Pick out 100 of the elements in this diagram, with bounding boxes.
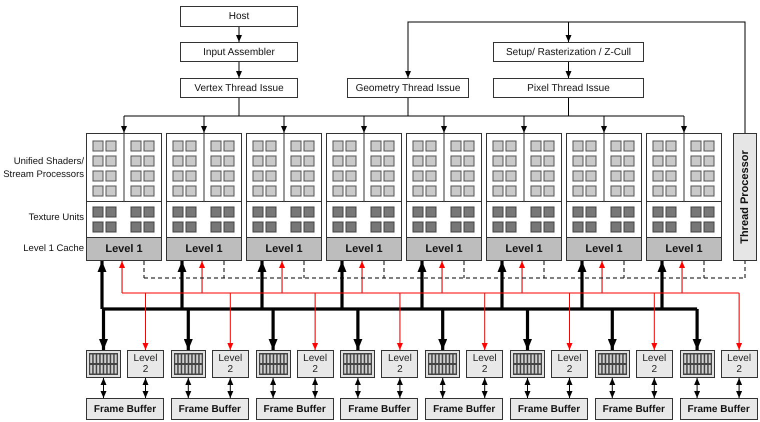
arrow [270,378,276,398]
row-label: Texture Units [28,212,84,225]
memory-chip [340,350,376,378]
process-box: Vertex Thread Issue [180,78,298,98]
arrow [98,261,106,309]
frame-buffer-box: Frame Buffer [680,398,758,420]
arrow [396,378,403,398]
arrow [692,309,702,350]
cache-box: Level 1 [646,237,722,261]
cache-box: Level 2 [212,350,249,378]
dashed-connector [744,260,746,278]
connector-line [238,98,240,116]
arrow [736,292,742,350]
thread-processor-box: Thread Processor [733,133,757,261]
row-label: Level 1 Cache [22,243,84,256]
processor-cluster [486,133,562,261]
arrow [236,62,242,78]
arrow [142,292,148,350]
processor-cluster [166,133,242,261]
cache-box: Level 1 [566,237,642,261]
arrow [482,378,488,398]
processor-cluster [246,133,322,261]
processor-cluster [406,133,482,261]
arrow [566,22,746,134]
cache-box: Level 1 [166,237,242,261]
cache-box: Level 2 [551,350,588,378]
row-label: Unified Shaders/ Stream Processors [2,156,84,182]
arrow [354,378,361,398]
arrow [227,292,234,350]
process-box: Pixel Thread Issue [493,78,644,98]
arrow [566,62,572,78]
arrow [361,116,367,134]
arrow [524,378,530,398]
process-box: Host [180,6,298,27]
cache-box: Level 2 [466,350,504,378]
arrow [523,309,532,350]
connector-line [122,292,740,294]
arrow [609,378,616,398]
arrow [258,261,266,309]
arrow [651,292,658,350]
arrow [658,261,666,309]
arrow [184,309,193,350]
memory-chip [510,350,545,378]
arrow [359,260,365,294]
memory-chip [680,350,715,378]
cache-box: Level 2 [296,350,334,378]
arrow [736,378,742,398]
cache-box: Level 1 [486,237,562,261]
cache-box: Level 2 [127,350,164,378]
arrow [312,292,318,350]
arrow [119,260,125,294]
memory-chip [594,350,630,378]
arrow [199,260,205,294]
arrow [441,116,447,134]
arrow [519,260,525,294]
arrow [338,261,346,309]
arrow [566,292,572,350]
arrow [694,378,700,398]
arrow [201,116,207,134]
cache-box: Level 2 [636,350,673,378]
arrow [281,116,287,134]
arrow [681,116,687,134]
frame-buffer-box: Frame Buffer [510,398,588,420]
arrow [312,378,318,398]
cache-box: Level 2 [720,350,758,378]
memory-chip [256,350,291,378]
arrow [279,260,285,294]
arrow [268,309,278,350]
process-box: Geometry Thread Issue [347,78,469,98]
frame-buffer-box: Frame Buffer [594,398,673,420]
cache-box: Level 1 [406,237,482,261]
arrow [482,292,488,350]
arrow [142,378,148,398]
arrow [439,260,445,294]
frame-buffer-box: Frame Buffer [256,398,334,420]
arrow [679,260,685,294]
connector-line [568,98,569,116]
arrow [227,378,234,398]
arrow [599,260,605,294]
processor-cluster [566,133,642,261]
arrow [418,261,426,309]
arrow [178,261,186,309]
arrow [100,378,106,398]
processor-cluster [86,133,162,261]
arrow [396,292,403,350]
processor-cluster [326,133,402,261]
cache-box: Level 2 [381,350,418,378]
arrow [438,309,448,350]
process-box: Setup/ Rasterization / Z-Cull [493,42,644,62]
memory-chip [425,350,460,378]
frame-buffer-box: Frame Buffer [340,398,418,420]
frame-buffer-box: Frame Buffer [86,398,164,420]
arrow [353,309,362,350]
cache-box: Level 1 [86,237,162,261]
arrow [121,116,127,134]
arrow [578,261,586,309]
arrow [99,309,108,350]
cache-box: Level 1 [246,237,322,261]
arrow [236,26,242,42]
arrow [566,378,572,398]
